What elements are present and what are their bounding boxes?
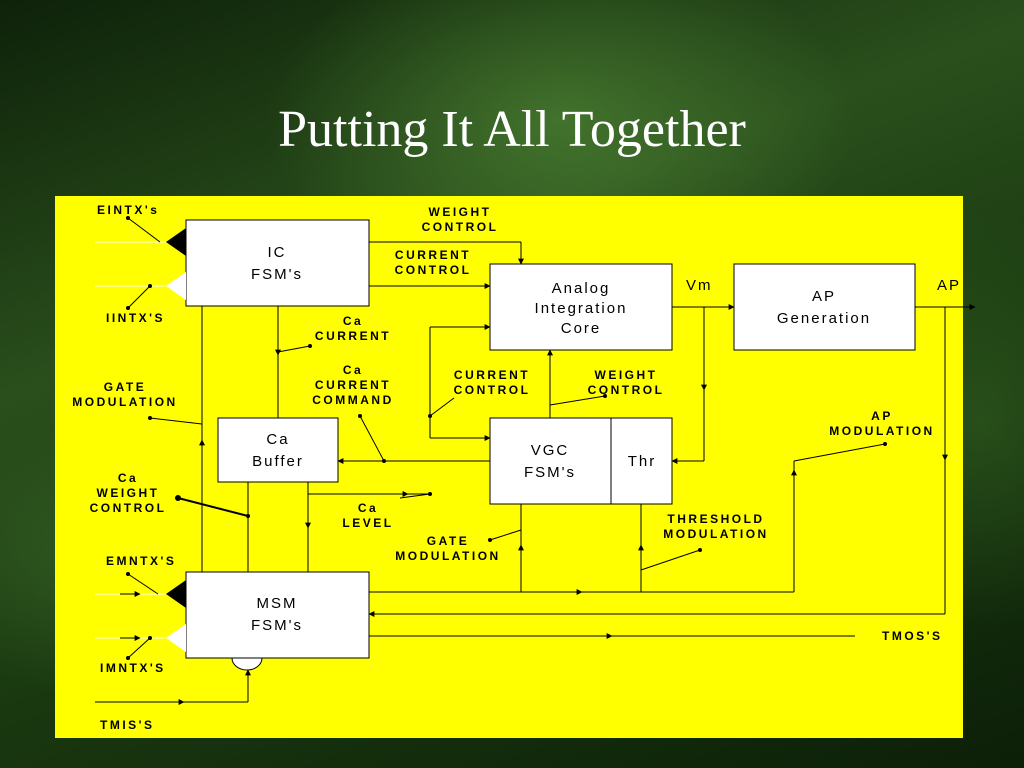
tmos-label: TMOS'S (882, 629, 943, 643)
gate-modulation-left-2: MODULATION (72, 395, 177, 409)
threshold-modulation-1: THRESHOLD (667, 512, 764, 526)
weight-control-top-2: CONTROL (422, 220, 499, 234)
ca-buffer-block: Ca Buffer (217, 417, 339, 483)
slide-title: Putting It All Together (278, 101, 746, 158)
threshold-modulation-2: MODULATION (663, 527, 768, 541)
ca-buffer-line2: Buffer (252, 453, 304, 470)
analog-integration-core-block: Analog Integration Core (489, 263, 673, 351)
msm-fsm-line1: MSM (257, 595, 298, 612)
current-control-top-1: CURRENT (395, 248, 471, 262)
gate-modulation-left-1: GATE (104, 380, 146, 394)
vgc-fsm-line1: VGC (531, 442, 570, 459)
ca-current-command-1: Ca (343, 363, 363, 377)
ap-modulation-1: AP (871, 409, 893, 423)
inhibitory-input-triangle (166, 272, 186, 300)
gate-modulation-bottom-2: MODULATION (395, 549, 500, 563)
ca-current-1: Ca (343, 314, 363, 328)
wiring (95, 216, 976, 705)
vgc-fsm-block: VGC FSM's Thr (489, 417, 673, 505)
iintx-label: IINTX'S (106, 311, 165, 325)
ca-weight-control-3: CONTROL (90, 501, 167, 515)
gate-modulation-bottom-1: GATE (427, 534, 469, 548)
excitatory-input-triangle (166, 228, 186, 256)
eintx-label: EINTX's (97, 203, 159, 217)
thr-label: Thr (628, 453, 657, 470)
ca-current-2: CURRENT (315, 329, 391, 343)
ap-generation-block: AP Generation (733, 263, 916, 351)
ap-modulation-2: MODULATION (829, 424, 934, 438)
vgc-fsm-line2: FSM's (524, 464, 576, 481)
current-control-top-2: CONTROL (395, 263, 472, 277)
ca-weight-control-1: Ca (118, 471, 138, 485)
ca-level-1: Ca (358, 501, 378, 515)
msm-fsm-block: MSM FSM's (185, 571, 370, 659)
analog-core-line1: Analog (552, 280, 611, 297)
ic-fsm-block: IC FSM's (185, 219, 370, 307)
msm-fsm-line2: FSM's (251, 617, 303, 634)
ap-generation-line2: Generation (777, 310, 871, 327)
weight-control-mid-1: WEIGHT (595, 368, 658, 382)
imntx-label: IMNTX'S (100, 661, 166, 675)
analog-core-line3: Core (561, 320, 602, 337)
ca-level-2: LEVEL (342, 516, 393, 530)
ca-weight-control-2: WEIGHT (97, 486, 160, 500)
ap-generation-line1: AP (812, 288, 836, 305)
analog-core-line2: Integration (535, 300, 628, 317)
current-control-mid-2: CONTROL (454, 383, 531, 397)
ic-fsm-line1: IC (268, 244, 287, 261)
ca-current-command-2: CURRENT (315, 378, 391, 392)
diagram-labels: EINTX's IINTX'S WEIGHT CONTROL CURRENT C… (72, 203, 961, 732)
weight-control-top-1: WEIGHT (429, 205, 492, 219)
current-control-mid-1: CURRENT (454, 368, 530, 382)
ca-buffer-line1: Ca (266, 431, 289, 448)
vm-label: Vm (686, 277, 713, 294)
ic-fsm-line2: FSM's (251, 266, 303, 283)
ca-current-command-3: COMMAND (312, 393, 394, 407)
ap-output-label: AP (937, 277, 961, 294)
tmis-label: TMIS'S (100, 718, 155, 732)
msm-inhibitory-triangle (166, 624, 186, 652)
emntx-label: EMNTX'S (106, 554, 176, 568)
msm-excitatory-triangle (166, 580, 186, 608)
weight-control-mid-2: CONTROL (588, 383, 665, 397)
msm-tmis-port (231, 657, 263, 671)
